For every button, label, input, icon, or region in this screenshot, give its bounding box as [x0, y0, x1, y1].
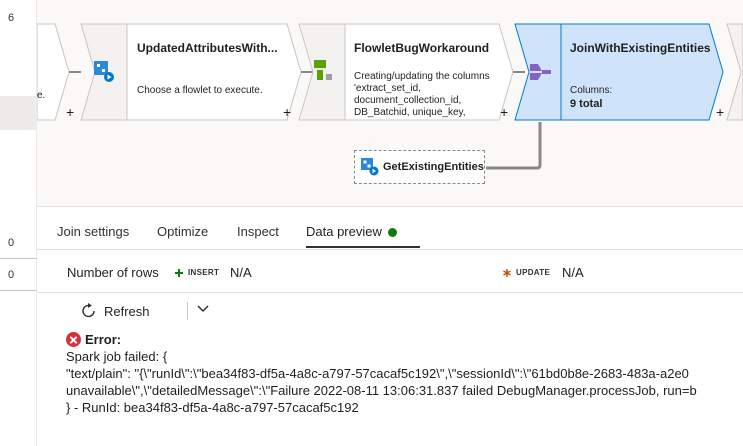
active-tab-indicator	[306, 246, 420, 248]
columns-label: Columns:	[570, 85, 613, 96]
gutter-divider	[0, 258, 37, 259]
node-description-line: document_collection_id,	[354, 95, 462, 106]
branch-connector	[486, 122, 542, 170]
columns-value: 9 total	[570, 98, 603, 110]
insert-value: N/A	[230, 265, 252, 280]
error-line: Spark job failed: {	[66, 349, 168, 364]
node-get-existing-entities[interactable]: GetExistingEntities	[354, 150, 485, 184]
node-title: UpdatedAttributesWith...	[137, 41, 278, 55]
tab-join-settings[interactable]: Join settings	[57, 224, 130, 239]
node-description-line: 'extract_set_id,	[354, 83, 421, 94]
prev-node-fragment: e.	[37, 90, 46, 101]
gutter-number: 0	[8, 269, 15, 281]
gutter-number: 6	[8, 12, 15, 24]
tab-inspect[interactable]: Inspect	[237, 224, 279, 239]
add-transform-button[interactable]: +	[716, 104, 725, 120]
gutter-divider	[0, 290, 37, 291]
node-description-line: DB_Batchid, unique_key,	[354, 107, 466, 118]
node-title: FlowletBugWorkaround	[354, 41, 490, 55]
node-flowlet-bug-workaround[interactable]: FlowletBugWorkaround Creating/updating t…	[354, 41, 504, 119]
flowlet-icon	[361, 158, 379, 176]
node-title: GetExistingEntities	[383, 161, 484, 173]
left-gutter: 6 0 0	[0, 0, 37, 446]
insert-plus-icon	[175, 269, 183, 277]
gutter-number: 0	[8, 237, 15, 249]
node-3-body	[560, 23, 724, 121]
update-badge: UPDATE	[516, 268, 551, 277]
tab-label: Data preview	[306, 224, 382, 239]
node-updated-attributes[interactable]: UpdatedAttributesWith... Choose a flowle…	[137, 41, 287, 97]
settings-tabs: Join settings Optimize Inspect Data prev…	[37, 208, 743, 250]
error-line: "text/plain": "{\"runId\":\"bea34f83-df5…	[66, 366, 689, 381]
error-line: unavailable\",\"detailedMessage\":\"Fail…	[66, 383, 697, 398]
error-title: Error:	[85, 332, 122, 347]
node-2-body	[344, 23, 514, 121]
add-transform-button[interactable]: +	[500, 104, 509, 120]
derived-column-icon	[314, 60, 332, 80]
insert-badge: INSERT	[188, 268, 220, 277]
error-header: Error:	[66, 331, 743, 348]
error-line: } - RunId: bea34f83-df5a-4a8c-a797-57cac…	[66, 400, 359, 415]
refresh-button[interactable]: Refresh	[80, 300, 150, 322]
dataflow-canvas[interactable]: e. UpdatedAttributesWith... Choose a flo…	[37, 0, 743, 207]
flowlet-icon	[94, 61, 114, 82]
node-3-icon-area	[514, 23, 562, 121]
flow-graph	[37, 23, 743, 170]
row-count-bar: Number of rows INSERT N/A UPDATE N/A	[37, 251, 743, 293]
node-1-body	[126, 23, 302, 121]
node-description: Choose a flowlet to execute.	[137, 85, 263, 96]
node-description-line: Creating/updating the columns	[354, 71, 490, 82]
toolbar-divider	[187, 302, 188, 320]
join-icon	[530, 64, 551, 80]
add-transform-button[interactable]: +	[283, 104, 292, 120]
tab-optimize[interactable]: Optimize	[157, 224, 209, 239]
gutter-selected-row[interactable]	[0, 96, 37, 130]
tab-data-preview[interactable]: Data preview	[306, 224, 397, 239]
row-count-label: Number of rows	[67, 265, 159, 280]
refresh-icon	[82, 303, 95, 318]
node-title: JoinWithExistingEntities	[570, 41, 711, 55]
error-panel: Error: Spark job failed: { "text/plain":…	[66, 331, 743, 416]
next-node-shape	[726, 23, 743, 121]
status-dot-icon	[387, 228, 397, 238]
update-value: N/A	[562, 265, 584, 280]
prev-node-shape	[37, 23, 70, 121]
update-asterisk-icon	[503, 269, 511, 277]
add-transform-button[interactable]: +	[66, 104, 75, 120]
node-join-existing-entities[interactable]: JoinWithExistingEntities Columns: 9 tota…	[570, 41, 711, 110]
preview-toolbar: Refresh	[37, 294, 743, 328]
refresh-label: Refresh	[104, 303, 150, 319]
chevron-down-icon[interactable]	[197, 304, 209, 314]
error-icon	[66, 332, 81, 347]
